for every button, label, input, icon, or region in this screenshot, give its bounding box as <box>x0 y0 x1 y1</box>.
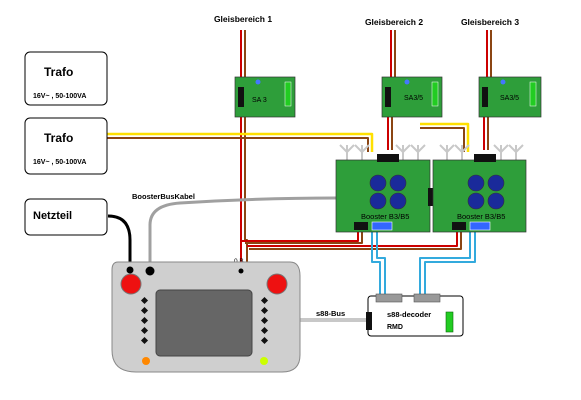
booster-1-knob <box>369 174 387 192</box>
function-key[interactable] <box>260 336 269 345</box>
central-stop-button[interactable] <box>142 357 150 365</box>
detector-sa35-2: SA3/5 <box>478 76 542 118</box>
detector-sa35-2-led <box>500 79 506 85</box>
booster-2-dip-switch <box>469 221 491 231</box>
power-supply-cable <box>107 214 132 268</box>
detector-sa35-2-bargraph <box>529 81 537 107</box>
s88-decoder-connector-left <box>375 293 403 303</box>
booster2-out-wire-brown <box>249 232 462 250</box>
central-unit-display <box>155 289 253 357</box>
central-track-port <box>238 268 244 274</box>
function-key[interactable] <box>260 296 269 305</box>
track1-label: Gleisbereich 1 <box>214 14 272 24</box>
booster-1: Booster B3/B5 <box>335 144 431 233</box>
trafo-1-spec: 16V~ , 50-100VA <box>33 93 86 100</box>
function-key[interactable] <box>260 306 269 315</box>
power-supply-box <box>24 198 108 236</box>
booster-1-label: Booster B3/B5 <box>361 212 409 221</box>
booster-1-knob <box>369 192 387 210</box>
power-supply-title: Netzteil <box>33 210 72 222</box>
booster-2-knobs <box>467 174 505 210</box>
booster-1-knob <box>389 192 407 210</box>
booster-2-knob <box>487 174 505 192</box>
function-key[interactable] <box>140 326 149 335</box>
trafo-2: Trafo 16V~ , 50-100VA <box>24 117 108 175</box>
function-key[interactable] <box>140 316 149 325</box>
trafo-1-box <box>24 51 108 106</box>
central-left-knob[interactable] <box>120 273 142 295</box>
detector-sa35-1: SA3/5 <box>381 76 443 118</box>
detector-sa3-label: SA 3 <box>252 97 267 104</box>
central-left-function-keys <box>140 296 149 345</box>
booster-2-knob <box>487 192 505 210</box>
central-bus-port <box>145 266 155 276</box>
power-supply: Netzteil <box>24 198 108 236</box>
booster-2-knob <box>467 192 485 210</box>
booster-2-top-connector <box>474 154 496 162</box>
function-key[interactable] <box>260 326 269 335</box>
booster-1-bottom-connector <box>354 222 368 230</box>
booster1-out-wire-brown <box>245 232 363 244</box>
booster2-s88-wire-b <box>424 232 476 296</box>
function-key[interactable] <box>140 306 149 315</box>
central-go-button[interactable] <box>260 357 268 365</box>
booster-1-dip-switch <box>371 221 393 231</box>
booster1-s88-wire-a <box>371 232 381 296</box>
function-key[interactable] <box>140 336 149 345</box>
trafo-1-title: Trafo <box>44 65 73 79</box>
booster-bus-label: BoosterBusKabel <box>132 192 195 201</box>
trafo-2-box <box>24 117 108 175</box>
booster-1-heatsink <box>339 144 426 160</box>
booster-2-label: Booster B3/B5 <box>457 212 505 221</box>
s88-decoder-bus-port <box>366 312 372 330</box>
detector-sa35-2-label: SA3/5 <box>500 95 519 102</box>
detector-sa35-1-led <box>404 79 410 85</box>
booster-2: Booster B3/B5 <box>432 144 527 233</box>
central-unit <box>111 261 301 373</box>
s88-decoder-connector-right <box>413 293 441 303</box>
trafo-1: Trafo 16V~ , 50-100VA <box>24 51 108 106</box>
detector-sa35-1-bargraph <box>431 81 439 107</box>
booster1-s88-wire-b <box>376 232 386 296</box>
booster-2-heatsink <box>439 144 524 160</box>
booster-bus-cable <box>148 196 337 268</box>
s88-decoder: s88-decoder RMD <box>366 293 464 337</box>
booster2-out-wire-red <box>247 232 458 247</box>
trafo-2-title: Trafo <box>44 131 73 145</box>
detector-sa35-2-connector <box>482 87 488 107</box>
track2-label: Gleisbereich 2 <box>365 17 423 27</box>
booster-1-knobs <box>369 174 407 210</box>
trafo2-to-booster1-wire-yellow <box>107 132 374 152</box>
central-right-function-keys <box>260 296 269 345</box>
trafo-to-booster2-wire-yellow <box>420 122 470 152</box>
detector-sa3-connector <box>238 87 244 107</box>
s88-decoder-subtitle: RMD <box>387 324 403 331</box>
central-right-knob[interactable] <box>266 273 288 295</box>
booster-2-bottom-connector <box>452 222 466 230</box>
trafo2-to-booster1-wire-brown <box>107 137 369 152</box>
detector-sa3: SA 3 <box>234 76 296 118</box>
trafo-to-booster2-wire-brown <box>420 127 465 152</box>
detector-sa35-1-label: SA3/5 <box>404 95 423 102</box>
detector-sa3-led <box>255 79 261 85</box>
trafo-2-spec: 16V~ , 50-100VA <box>33 159 86 166</box>
booster-2-knob <box>467 174 485 192</box>
booster-1-knob <box>389 174 407 192</box>
function-key[interactable] <box>260 316 269 325</box>
detector-sa3-bargraph <box>284 81 292 107</box>
booster-1-top-connector <box>377 154 399 162</box>
s88-bus-label: s88-Bus <box>316 309 345 318</box>
central-power-port <box>126 266 134 274</box>
booster-link-connector <box>428 188 436 206</box>
function-key[interactable] <box>140 296 149 305</box>
booster2-s88-wire-a <box>419 232 471 296</box>
s88-decoder-title: s88-decoder <box>387 310 431 319</box>
detector-sa35-1-connector <box>385 87 391 107</box>
booster1-out-wire-red <box>241 232 359 242</box>
track3-label: Gleisbereich 3 <box>461 17 519 27</box>
s88-decoder-terminal-strip <box>445 311 454 333</box>
